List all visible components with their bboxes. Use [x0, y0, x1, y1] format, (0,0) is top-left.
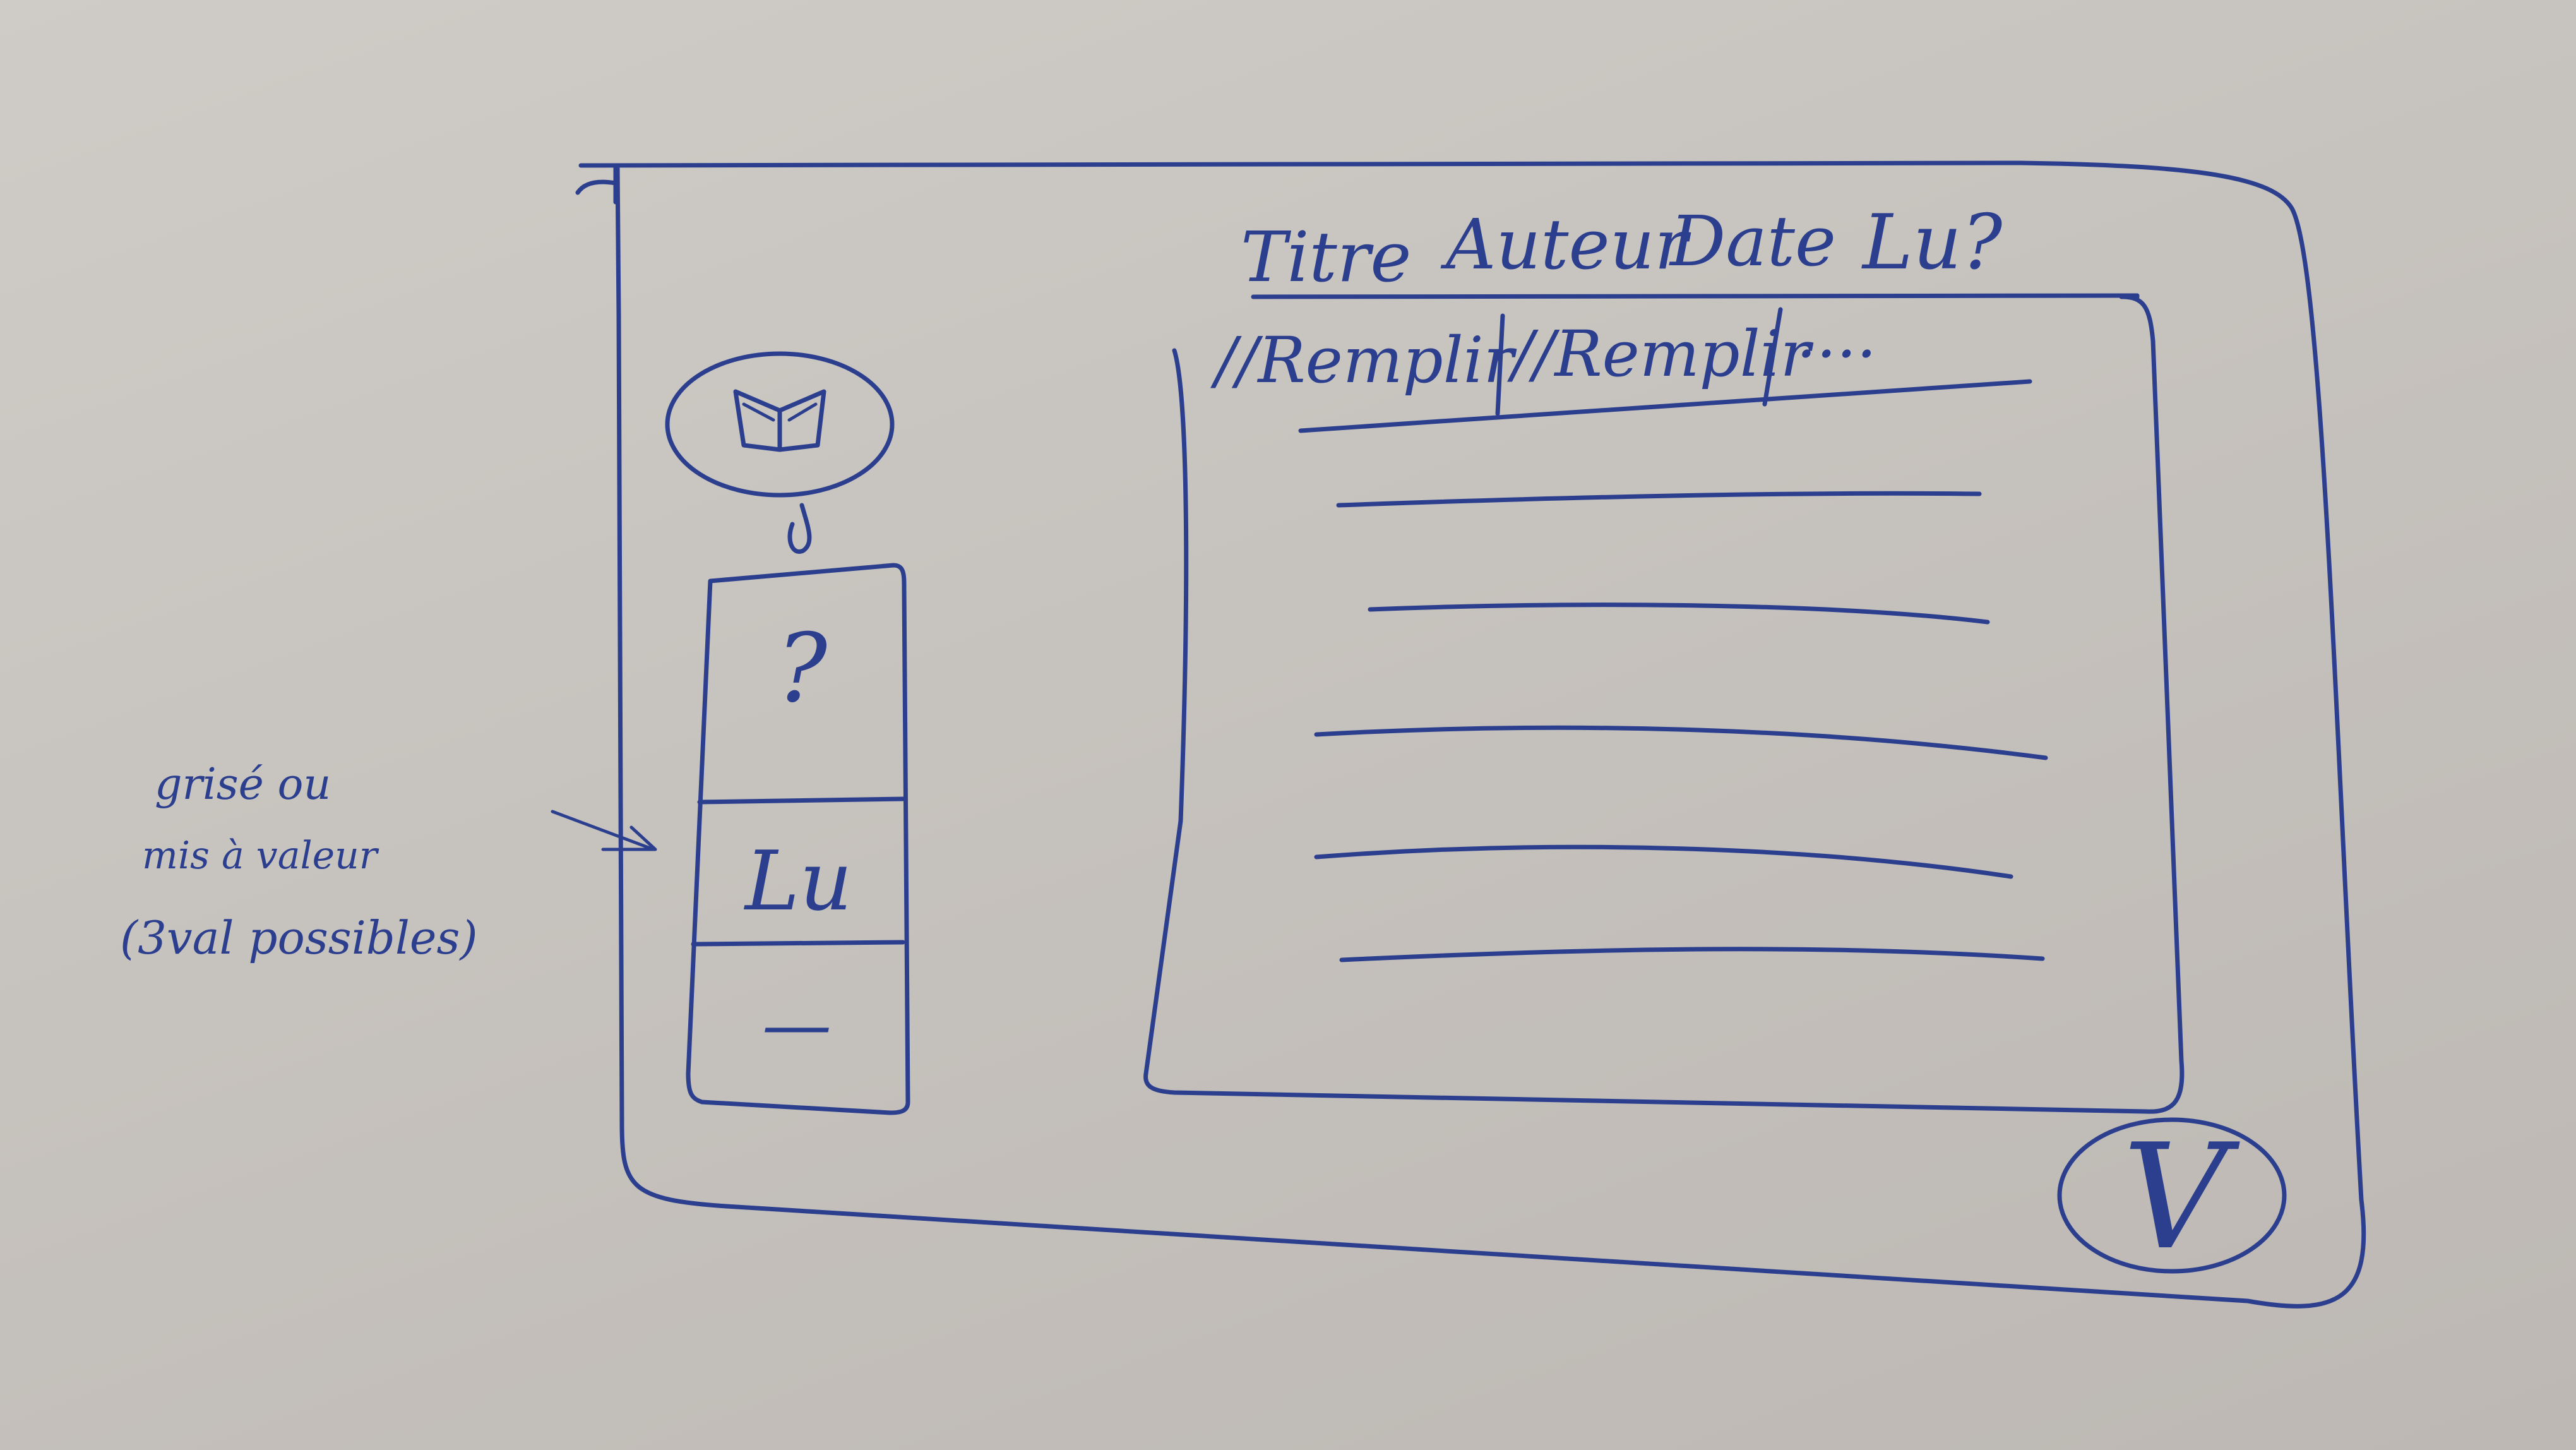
read-state-none-label: — [762, 984, 832, 1065]
read-state-unknown-label: ? [777, 614, 828, 724]
filter-input-more-text: .... [1796, 298, 1876, 372]
read-state-option-none[interactable]: — [762, 984, 832, 1065]
filter-input-title[interactable]: //Remplir [1210, 323, 1517, 397]
read-state-selector [686, 563, 910, 1115]
filter-input-author-text: //Remplir [1507, 317, 1814, 391]
annotation-arrow-icon [551, 810, 657, 851]
table-header: Titre Auteur Date Lu? [1241, 199, 2140, 299]
column-header-read: Lu? [1861, 199, 2003, 287]
column-header-date: Date [1669, 201, 1836, 282]
column-header-author: Auteur [1440, 204, 1691, 285]
filter-divider-2 [1762, 307, 1783, 407]
confirm-button[interactable]: V [2057, 1113, 2287, 1282]
book-icon [733, 389, 826, 452]
list-item[interactable] [1339, 947, 2045, 962]
filter-underline [1298, 379, 2032, 433]
checkmark-icon: V [2123, 1113, 2240, 1282]
filter-input-more[interactable]: .... [1796, 298, 1876, 372]
read-state-option-unknown[interactable]: ? [777, 614, 828, 724]
arrow-down-icon [787, 503, 812, 554]
side-note-line-2: mis à valeur [142, 834, 379, 878]
header-underline [1251, 293, 2140, 299]
book-button[interactable] [665, 351, 895, 498]
list-item[interactable] [1368, 602, 1990, 625]
read-state-option-read[interactable]: Lu [744, 833, 852, 929]
side-note-line-3: (3val possibles) [120, 911, 478, 964]
side-note-line-1: grisé ou [155, 760, 331, 810]
side-note: grisé ou mis à valeur (3val possibles) [120, 760, 478, 964]
results-list [1314, 491, 2048, 962]
read-state-read-label: Lu [744, 833, 852, 929]
results-list-frame [1143, 294, 2185, 1114]
list-item[interactable] [1314, 844, 2013, 879]
list-item[interactable] [1314, 725, 2048, 760]
filter-input-author[interactable]: //Remplir [1507, 317, 1814, 391]
filter-input-title-text: //Remplir [1210, 323, 1517, 397]
filter-row: //Remplir //Remplir .... [1210, 298, 2032, 433]
list-item[interactable] [1336, 491, 1982, 508]
window-frame [578, 160, 2366, 1309]
filter-divider-1 [1495, 313, 1505, 416]
window-corner-mark [575, 163, 618, 205]
column-header-title: Titre [1241, 217, 1411, 297]
